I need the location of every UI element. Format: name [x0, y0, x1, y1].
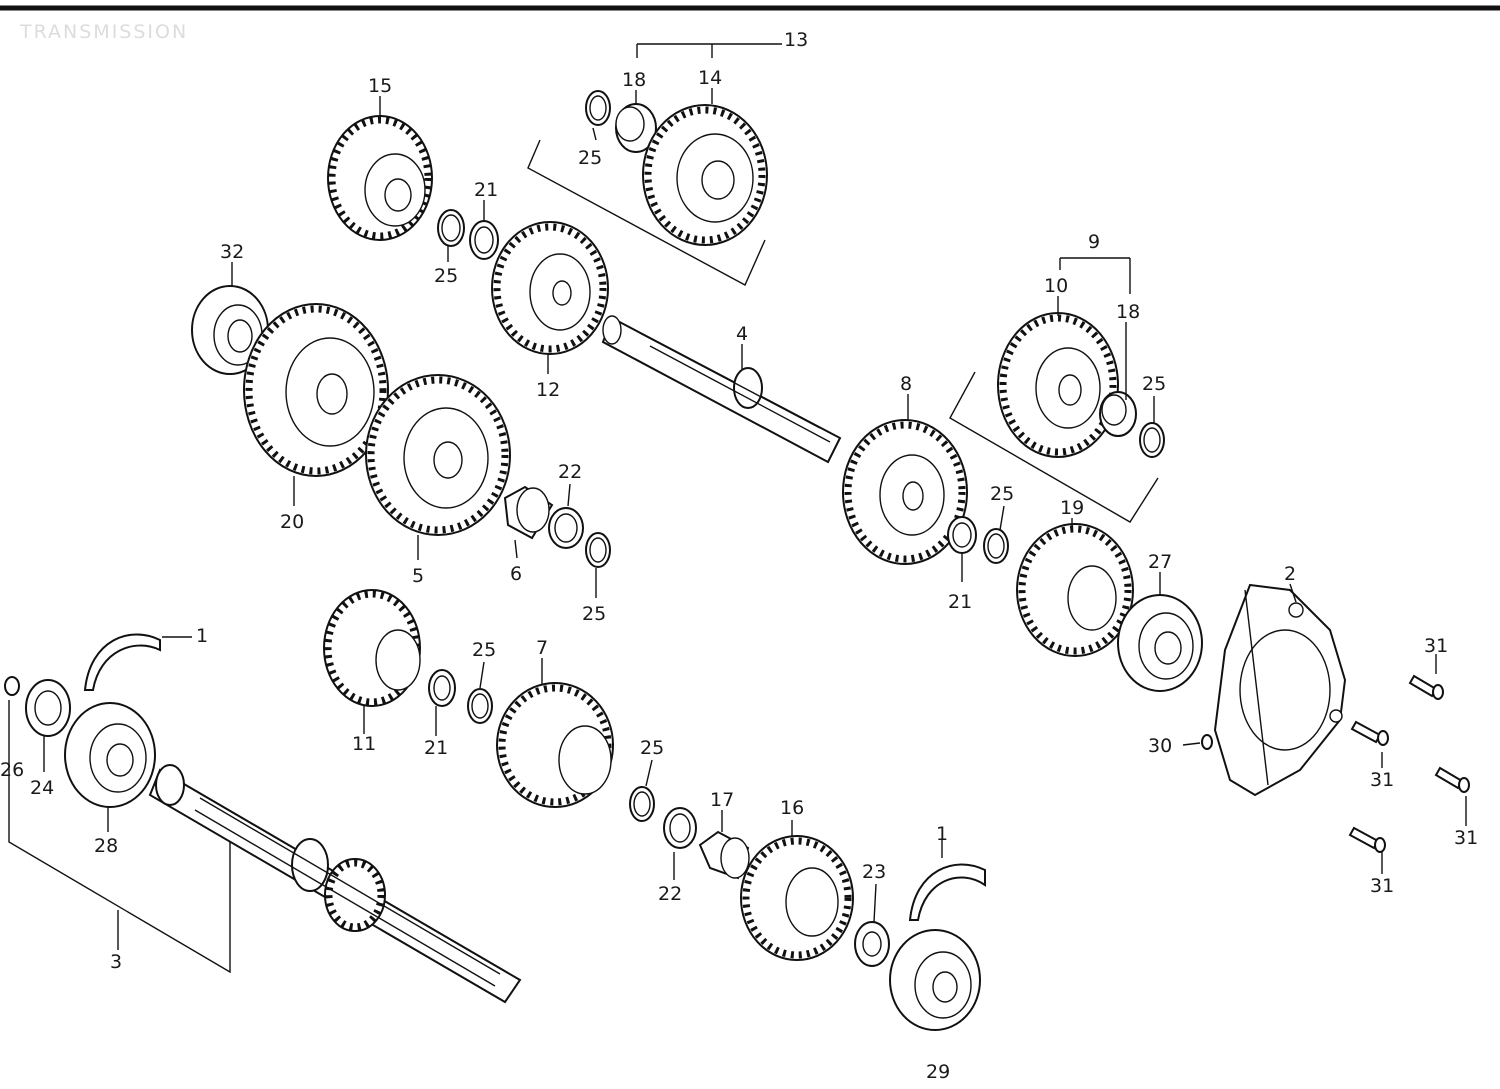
bushing-17 [698, 830, 750, 880]
callout-numbers: 13 18 14 15 25 21 25 32 9 10 18 4 12 25 … [0, 29, 1478, 1083]
callout-17: 17 [710, 789, 734, 811]
callout-32: 32 [220, 241, 244, 263]
callout-11: 11 [352, 733, 376, 755]
callout-31-d: 31 [1370, 875, 1394, 897]
callout-22-mid: 22 [558, 461, 582, 483]
callout-21-lower: 21 [424, 737, 448, 759]
washer-21-top [469, 220, 499, 260]
callout-15: 15 [368, 75, 392, 97]
bushing-18-right [1099, 391, 1137, 437]
callout-21-top: 21 [474, 179, 498, 201]
bolt-31-c [1434, 766, 1470, 793]
callout-1-lower: 1 [936, 823, 948, 845]
set-ring-1-lower [908, 863, 986, 921]
washer-23 [854, 921, 890, 967]
callout-19: 19 [1060, 497, 1084, 519]
pin-26 [4, 676, 20, 696]
circlip-25-lower [467, 688, 493, 724]
washer-21-right [947, 516, 977, 554]
callout-31-c: 31 [1454, 827, 1478, 849]
callout-24: 24 [30, 777, 54, 799]
washer-22-mid [548, 507, 584, 549]
callout-8: 8 [900, 373, 912, 395]
callout-27: 27 [1148, 551, 1172, 573]
gear-12 [491, 221, 609, 355]
gear-10 [997, 312, 1119, 458]
bushing-18-upper [615, 103, 657, 153]
callout-25-top: 25 [434, 265, 458, 287]
leader-lines [8, 43, 1467, 974]
callout-16: 16 [780, 797, 804, 819]
callout-4: 4 [736, 323, 748, 345]
callout-9: 9 [1088, 231, 1100, 253]
callout-18-upper: 18 [622, 69, 646, 91]
countershaft-4 [601, 315, 842, 464]
callout-26: 26 [0, 759, 24, 781]
gear-11 [323, 589, 421, 707]
callout-29: 29 [926, 1061, 950, 1083]
bolt-31-a [1408, 674, 1444, 700]
gear-5 [365, 374, 511, 536]
callout-13: 13 [784, 29, 808, 51]
callout-31-a: 31 [1424, 635, 1448, 657]
circlip-25-upper [585, 90, 611, 126]
washer-21-lower [428, 669, 456, 707]
mainshaft-3 [148, 764, 522, 1004]
callout-14: 14 [698, 67, 722, 89]
washer-24 [25, 679, 71, 737]
callout-25-mid: 25 [582, 603, 606, 625]
callout-25-upper: 25 [578, 147, 602, 169]
callout-20: 20 [280, 511, 304, 533]
bearing-29 [889, 929, 981, 1031]
callout-10: 10 [1044, 275, 1068, 297]
circlip-25-right-lower [983, 528, 1009, 564]
callout-30: 30 [1148, 735, 1172, 757]
washer-22-bottom [663, 807, 697, 849]
bearing-holder-2 [1213, 583, 1347, 797]
circlip-25-right [1139, 422, 1165, 458]
gear-14 [642, 104, 768, 246]
callout-23: 23 [862, 861, 886, 883]
gear-19 [1016, 523, 1134, 657]
callout-25-bottom: 25 [640, 737, 664, 759]
bolt-31-b [1350, 720, 1389, 746]
callout-25-lower: 25 [472, 639, 496, 661]
callout-2: 2 [1284, 563, 1296, 585]
bearing-27 [1117, 594, 1203, 692]
bearing-28 [64, 702, 156, 808]
gear-15 [327, 115, 433, 241]
bolt-31-d [1348, 826, 1386, 853]
bushing-6 [503, 485, 554, 540]
gear-8 [842, 419, 968, 565]
circlip-25-bottom [629, 786, 655, 822]
callout-1-upper: 1 [196, 625, 208, 647]
gear-20 [243, 303, 389, 477]
gear-16 [740, 835, 854, 961]
callout-7: 7 [536, 637, 548, 659]
callout-22-bottom: 22 [658, 883, 682, 905]
dowel-30 [1201, 734, 1213, 750]
callout-3: 3 [110, 951, 122, 973]
callout-28: 28 [94, 835, 118, 857]
callout-18-right: 18 [1116, 301, 1140, 323]
callout-12: 12 [536, 379, 560, 401]
gear-7 [496, 682, 614, 808]
callout-5: 5 [412, 565, 424, 587]
set-ring-1-upper [83, 633, 161, 691]
circlip-25-top [437, 209, 465, 247]
callout-6: 6 [510, 563, 522, 585]
circlip-25-mid [585, 532, 611, 568]
callout-31-b: 31 [1370, 769, 1394, 791]
callout-25-right-lower: 25 [990, 483, 1014, 505]
callout-25-right: 25 [1142, 373, 1166, 395]
callout-21-right: 21 [948, 591, 972, 613]
diagram-title: TRANSMISSION [19, 21, 188, 43]
